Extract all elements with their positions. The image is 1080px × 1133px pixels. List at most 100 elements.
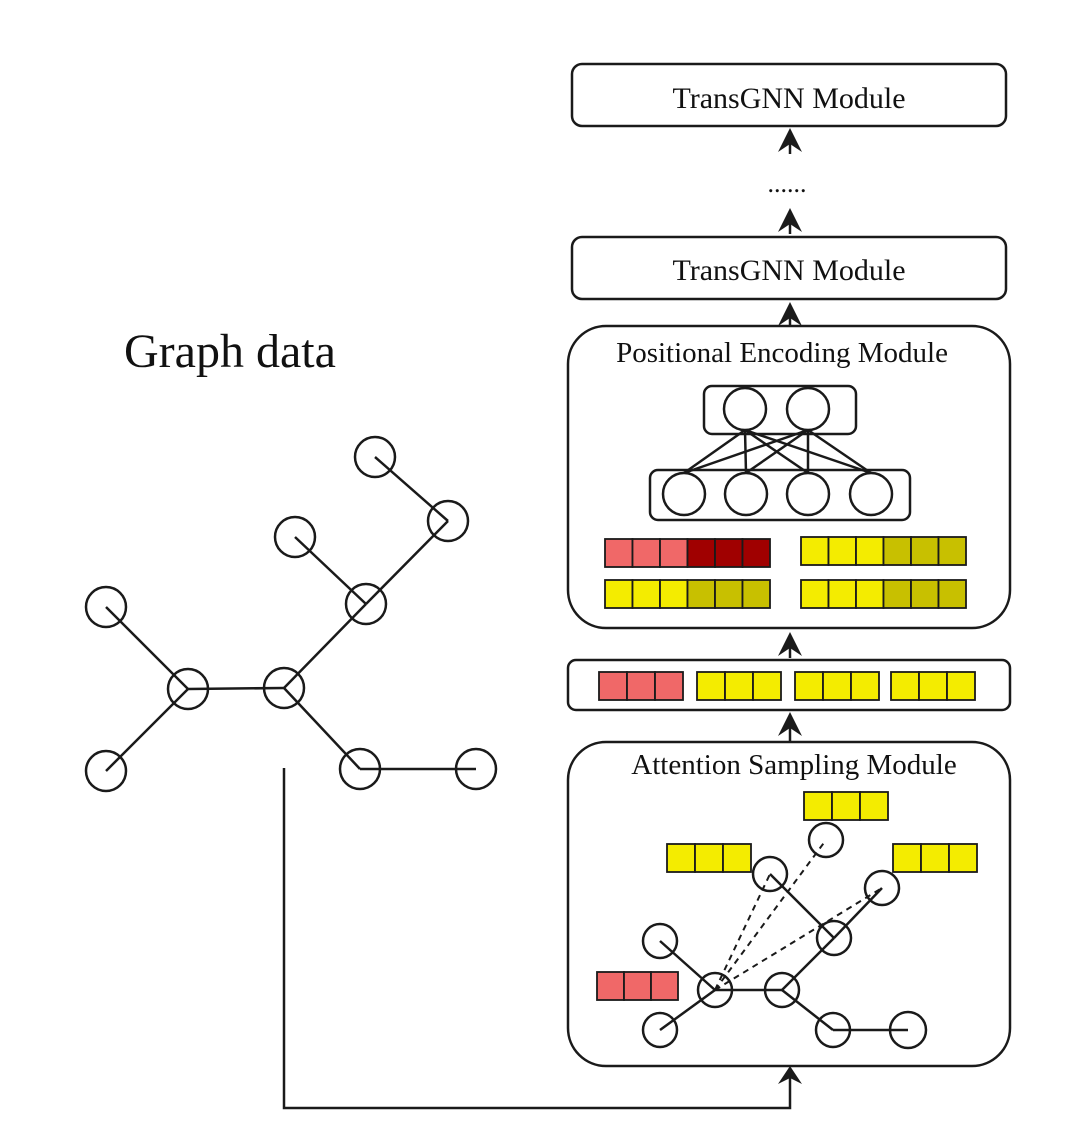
center-node — [166, 667, 210, 711]
mlp-connection — [807, 428, 872, 475]
sampling-node — [641, 922, 679, 960]
token-cell — [598, 671, 628, 701]
token-cell — [827, 579, 857, 609]
token-cell — [910, 536, 940, 566]
mlp-input-layer — [648, 468, 912, 522]
graph-node — [426, 499, 470, 543]
attention-sampling-module-label: Attention Sampling Module — [631, 749, 956, 781]
sequence-token — [794, 671, 880, 701]
token-cell — [741, 579, 771, 609]
token-cell — [920, 843, 950, 873]
sampling-edge — [659, 988, 716, 1032]
token-cell — [800, 579, 830, 609]
token-cell — [694, 843, 724, 873]
token-strip — [800, 536, 967, 566]
sampling-edge — [659, 940, 716, 991]
token-cell — [714, 579, 744, 609]
token-cell — [631, 538, 661, 568]
token-cell — [937, 536, 967, 566]
connector-arrowhead — [778, 1066, 802, 1084]
sampling-center-node — [696, 971, 734, 1009]
token-cell — [623, 971, 652, 1001]
sequence-token — [598, 671, 684, 701]
token-cell — [910, 579, 940, 609]
graph-to-attention-connector — [282, 768, 792, 1110]
sampling-node — [641, 1011, 679, 1049]
sampled-node — [863, 869, 901, 907]
token-cell — [724, 671, 754, 701]
attention-link — [714, 839, 827, 991]
mlp-neuron — [785, 471, 831, 517]
sampling-node — [763, 971, 801, 1009]
arrowhead-top — [778, 128, 802, 152]
token-cell — [659, 538, 689, 568]
token-cell — [686, 538, 716, 568]
mlp-neuron — [785, 386, 831, 432]
graph-node — [338, 747, 382, 791]
sequence-token — [890, 671, 976, 701]
token-cell — [803, 791, 833, 821]
graph-edge — [374, 456, 449, 522]
sampling-edge — [769, 873, 835, 939]
transgnn-module-top — [570, 62, 1008, 128]
token-cell — [890, 671, 920, 701]
token-cell — [686, 579, 716, 609]
graph-data-title: Graph data — [124, 325, 336, 378]
graph-node — [353, 435, 397, 479]
graph-edge — [187, 686, 285, 691]
sampled-node — [751, 855, 789, 893]
token-strip — [800, 579, 967, 609]
token-cell — [882, 536, 912, 566]
mlp-connection — [745, 428, 809, 475]
graph-edge — [105, 606, 189, 690]
graph-node — [454, 747, 498, 791]
token-cell — [752, 671, 782, 701]
graph-node — [273, 515, 317, 559]
token-cell — [696, 671, 726, 701]
sampled-node-token — [666, 843, 752, 873]
sampling-edge — [781, 937, 835, 991]
token-cell — [626, 671, 656, 701]
token-cell — [892, 843, 922, 873]
arrowhead-att-to-seq — [778, 712, 802, 736]
token-strip — [604, 538, 771, 568]
token-cell — [741, 538, 771, 568]
transgnn-module-top-label: TransGNN Module — [672, 82, 905, 115]
token-cell — [937, 579, 967, 609]
token-cell — [859, 791, 889, 821]
sampling-node — [815, 919, 853, 957]
mlp-neuron — [848, 471, 894, 517]
token-cell — [604, 538, 634, 568]
token-cell — [831, 791, 861, 821]
sequence-token — [696, 671, 782, 701]
token-cell — [659, 579, 689, 609]
attention-sampling-module — [566, 740, 1012, 1068]
arrowhead-seq-to-pos — [778, 632, 802, 656]
arrowhead-pos-to-transgnn — [778, 302, 802, 326]
token-cell — [918, 671, 948, 701]
graph-edge — [283, 687, 361, 770]
token-cell — [714, 538, 744, 568]
mlp-neuron — [723, 471, 769, 517]
mlp-connection — [683, 428, 809, 475]
token-cell — [827, 536, 857, 566]
graph-node — [84, 585, 128, 629]
graph-edge — [283, 603, 367, 689]
token-cell — [855, 579, 885, 609]
token-cell — [794, 671, 824, 701]
token-cell — [948, 843, 978, 873]
sequence-tokens — [598, 671, 976, 701]
graph-edge — [365, 520, 449, 605]
sampled-node-token — [892, 843, 978, 873]
positional-encoding-network — [648, 384, 912, 522]
token-cell — [654, 671, 684, 701]
token-cell — [596, 971, 625, 1001]
transgnn-module-bottom-label: TransGNN Module — [672, 254, 905, 287]
sampled-node — [807, 821, 845, 859]
graph-node — [84, 749, 128, 793]
graph-node — [262, 666, 306, 710]
token-cell — [800, 536, 830, 566]
graph-node — [344, 582, 388, 626]
token-cell — [882, 579, 912, 609]
